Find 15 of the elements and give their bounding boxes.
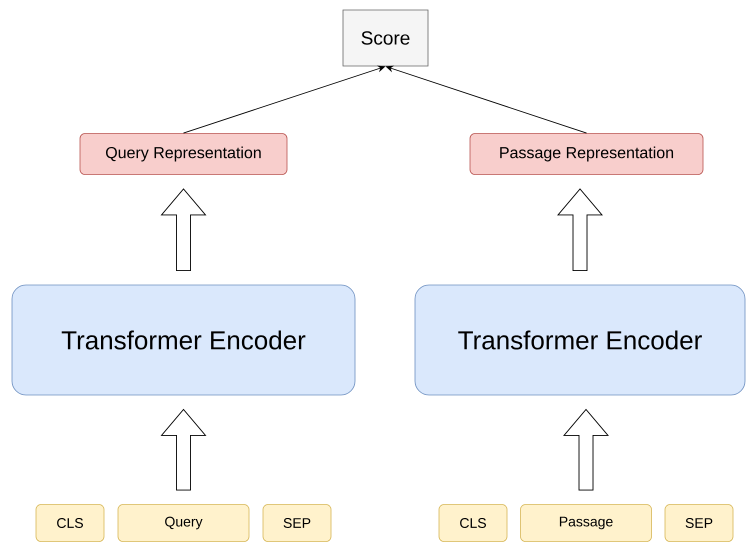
encoder-box: Transformer Encoder [414,284,746,396]
token-box: CLS [438,504,508,542]
representation-box: Passage Representation [470,133,704,175]
token-box: Passage [520,504,652,542]
token-box: SEP [664,504,734,542]
token-box: Query [118,504,250,542]
token-box: CLS [36,504,104,542]
encoder-box: Transformer Encoder [12,284,356,396]
score-box: Score [342,10,428,66]
block-arrow [557,188,603,272]
representation-box: Query Representation [80,133,288,175]
block-arrow [563,408,609,491]
block-arrow [160,188,206,272]
block-arrow [160,408,206,491]
token-box: SEP [262,504,332,542]
